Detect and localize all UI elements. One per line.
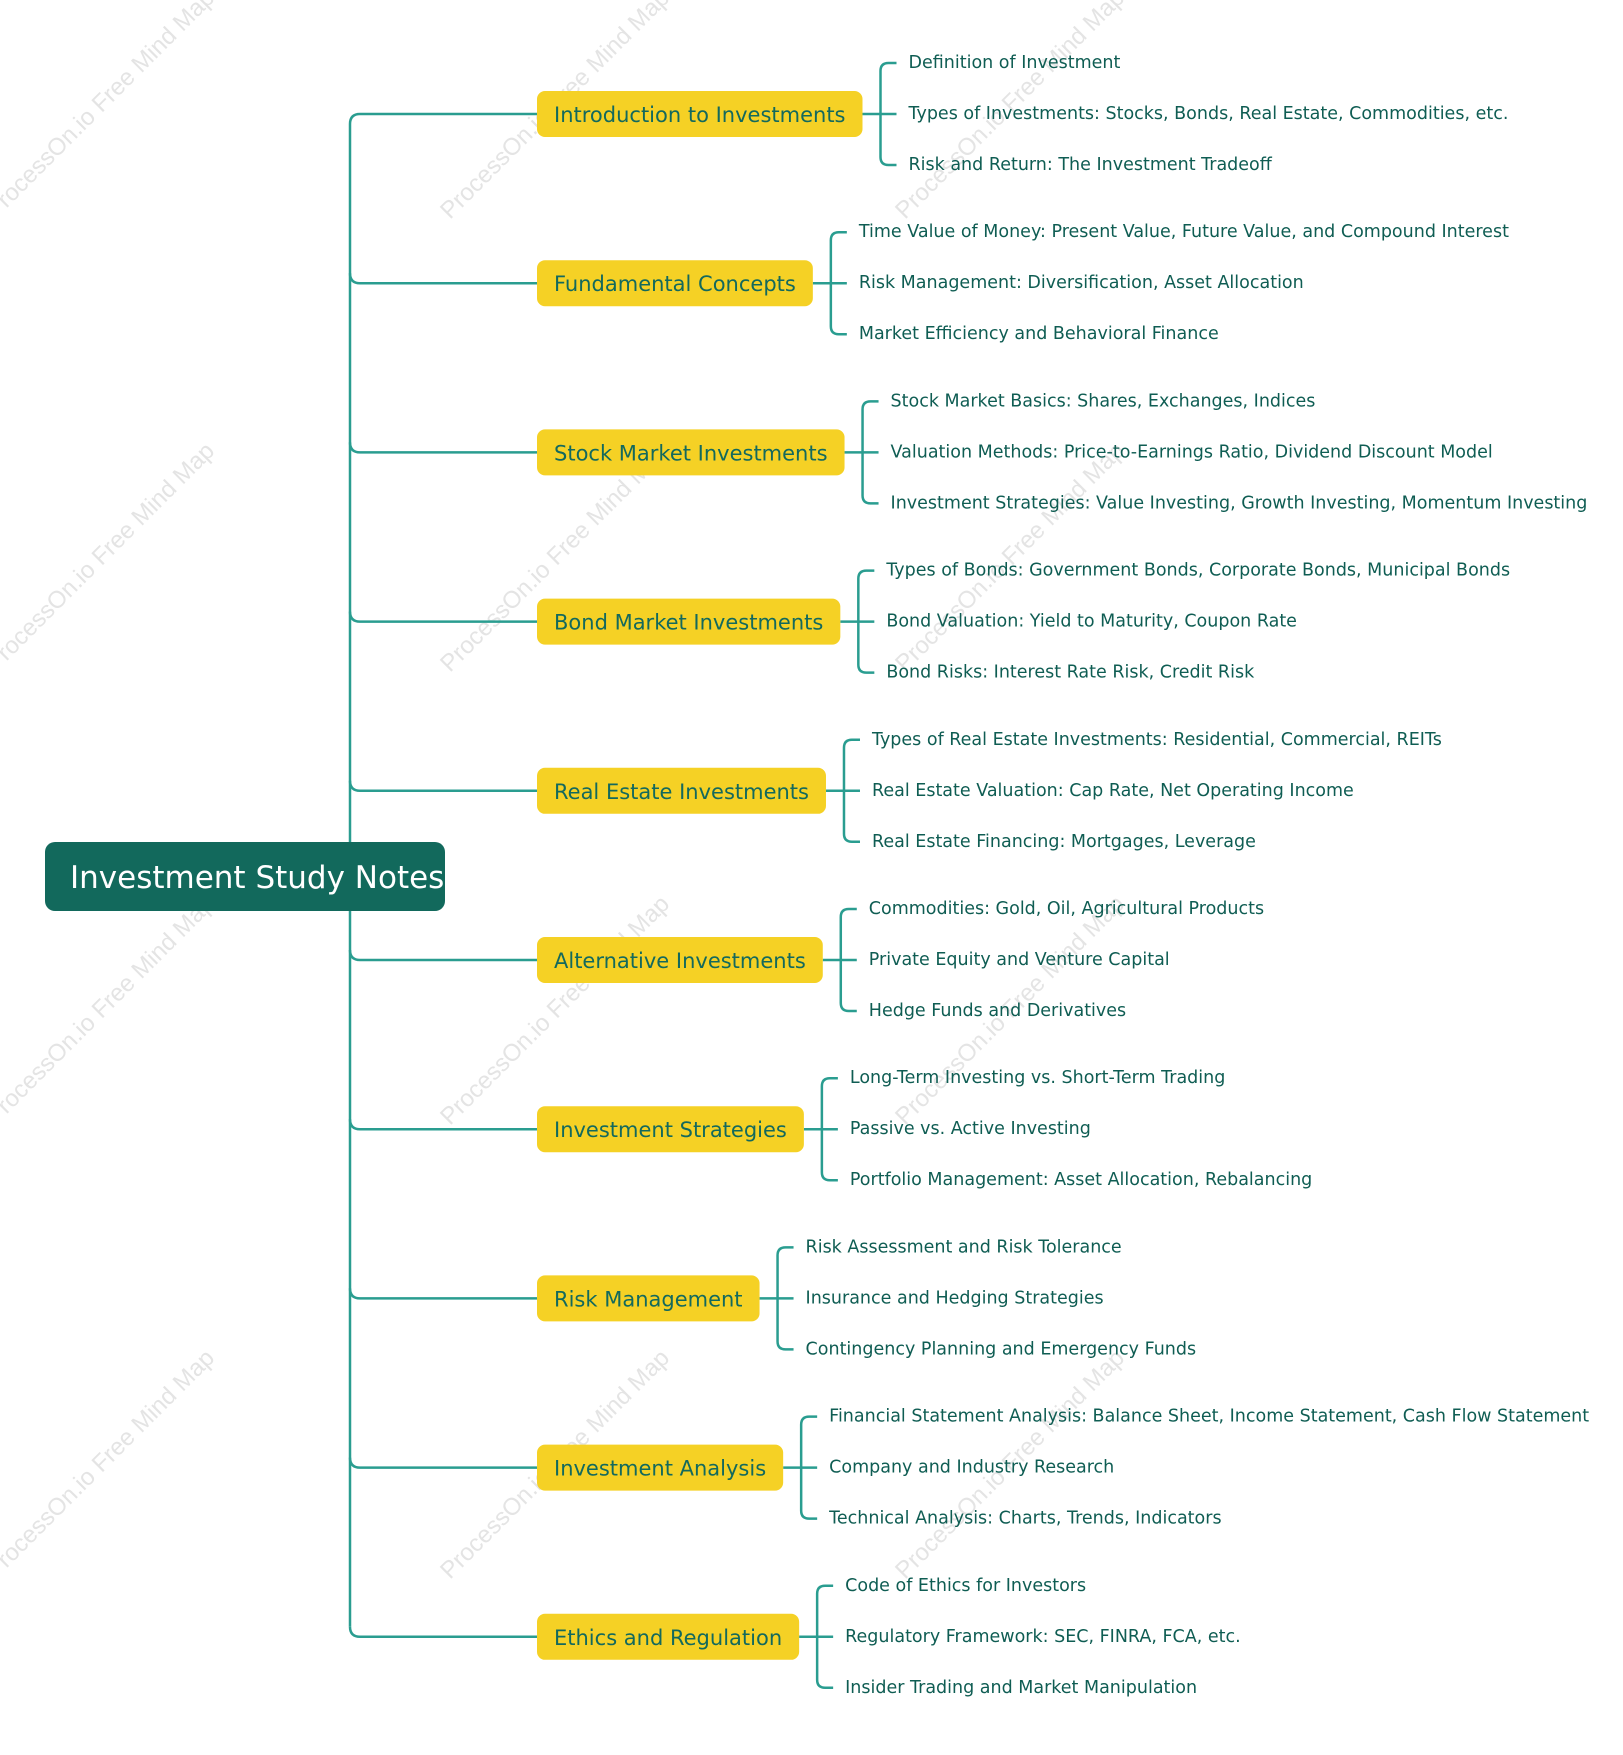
branch-node-label: Ethics and Regulation (554, 1626, 782, 1650)
branch-node-box (537, 767, 826, 814)
leaf-node-label[interactable]: Insurance and Hedging Strategies (806, 1288, 1104, 1308)
branch-node-label: Introduction to Investments (554, 103, 846, 127)
branch-connector (348, 1288, 537, 1300)
branch-connector (348, 442, 537, 454)
branch-node[interactable]: Fundamental Concepts (537, 260, 813, 307)
leaf-node-label[interactable]: Financial Statement Analysis: Balance Sh… (829, 1407, 1589, 1427)
branch-connector (348, 611, 537, 623)
leaf-node-label[interactable]: Insider Trading and Market Manipulation (845, 1678, 1197, 1698)
branch-node[interactable]: Investment Strategies (537, 1106, 804, 1153)
branch-node-box (537, 937, 823, 983)
leaf-node-label[interactable]: Types of Real Estate Investments: Reside… (871, 730, 1442, 750)
branch-node-label: Risk Management (554, 1287, 743, 1311)
leaf-node-label[interactable]: Types of Bonds: Government Bonds, Corpor… (885, 561, 1510, 581)
branch-node-label: Fundamental Concepts (554, 272, 796, 296)
leaf-node-label[interactable]: Valuation Methods: Price-to-Earnings Rat… (891, 442, 1493, 462)
watermark-text: ProcessOn.io Free Mind Map (0, 0, 220, 224)
branch-node-box (537, 429, 845, 476)
branch-node-box (537, 1275, 760, 1322)
branch-node-box (537, 91, 863, 137)
watermark-text: ProcessOn.io Free Mind Map (890, 437, 1130, 677)
branch-node-label: Bond Market Investments (554, 611, 823, 635)
leaf-node-label[interactable]: Regulatory Framework: SEC, FINRA, FCA, e… (845, 1627, 1241, 1647)
leaf-node-label[interactable]: Stock Market Basics: Shares, Exchanges, … (891, 391, 1316, 411)
leaf-node-label[interactable]: Code of Ethics for Investors (845, 1576, 1086, 1596)
leaf-node-label[interactable]: Risk Management: Diversification, Asset … (859, 273, 1304, 293)
branch-connector (348, 1457, 537, 1469)
leaf-node-label[interactable]: Contingency Planning and Emergency Funds (806, 1339, 1197, 1359)
leaf-bracket (842, 738, 860, 844)
leaf-node-label[interactable]: Commodities: Gold, Oil, Agricultural Pro… (869, 899, 1264, 919)
branch-connector (348, 1626, 537, 1639)
branch-node[interactable]: Stock Market Investments (537, 429, 845, 476)
leaf-node-label[interactable]: Risk Assessment and Risk Tolerance (806, 1237, 1122, 1257)
leaf-bracket (857, 569, 875, 674)
branch-node-box (537, 1444, 784, 1491)
branch-node-box (537, 260, 813, 307)
watermark-text: ProcessOn.io Free Mind Map (0, 1344, 220, 1584)
branch-node-label: Alternative Investments (554, 949, 806, 973)
branch-node[interactable]: Bond Market Investments (537, 598, 841, 645)
branch-node[interactable]: Risk Management (537, 1275, 760, 1322)
leaf-node-label[interactable]: Time Value of Money: Present Value, Futu… (858, 222, 1509, 242)
root-node-box (45, 842, 445, 911)
branch-connector (348, 949, 537, 962)
branch-node[interactable]: Investment Analysis (537, 1444, 784, 1491)
branch-node-label: Stock Market Investments (554, 441, 828, 465)
leaf-node-label[interactable]: Hedge Funds and Derivatives (869, 1001, 1126, 1021)
branch-node-box (537, 1106, 804, 1153)
leaf-node-label[interactable]: Bond Valuation: Yield to Maturity, Coupo… (886, 612, 1297, 632)
leaf-node-label[interactable]: Market Efficiency and Behavioral Finance (859, 324, 1219, 344)
branch-node-label: Real Estate Investments (554, 780, 809, 804)
leaf-node-label[interactable]: Real Estate Financing: Mortgages, Levera… (872, 832, 1256, 852)
branch-node[interactable]: Ethics and Regulation (537, 1613, 800, 1660)
root-node[interactable]: Investment Study Notes (45, 842, 445, 911)
leaf-node-label[interactable]: Passive vs. Active Investing (850, 1119, 1091, 1139)
branch-connector (348, 780, 537, 793)
watermark-text: ProcessOn.io Free Mind Map (0, 437, 220, 677)
branch-node-label: Investment Strategies (554, 1118, 787, 1142)
leaf-node-label[interactable]: Company and Industry Research (829, 1458, 1114, 1478)
branch-connector (348, 112, 537, 125)
leaf-node-label[interactable]: Definition of Investment (909, 53, 1121, 73)
branch-node[interactable]: Real Estate Investments (537, 767, 826, 814)
leaf-node-label[interactable]: Technical Analysis: Charts, Trends, Indi… (828, 1509, 1221, 1529)
root-node-label: Investment Study Notes (70, 860, 444, 896)
branch-node[interactable]: Alternative Investments (537, 937, 823, 983)
branch-node-label: Investment Analysis (554, 1457, 766, 1481)
branch-node-box (537, 1613, 800, 1660)
branch-connector (348, 273, 537, 285)
leaf-node-label[interactable]: Private Equity and Venture Capital (869, 950, 1170, 970)
branch-node[interactable]: Introduction to Investments (537, 91, 863, 137)
leaf-node-label[interactable]: Risk and Return: The Investment Tradeoff (909, 155, 1273, 175)
leaf-node-label[interactable]: Portfolio Management: Asset Allocation, … (850, 1170, 1312, 1190)
watermark-text: ProcessOn.io Free Mind Map (435, 890, 675, 1130)
branch-node-box (537, 598, 841, 645)
leaf-node-label[interactable]: Long-Term Investing vs. Short-Term Tradi… (850, 1068, 1225, 1088)
leaf-bracket (799, 1415, 818, 1520)
leaf-node-label[interactable]: Bond Risks: Interest Rate Risk, Credit R… (886, 663, 1255, 683)
leaf-bracket (839, 907, 857, 1013)
leaf-node-label[interactable]: Types of Investments: Stocks, Bonds, Rea… (908, 104, 1509, 124)
leaf-node-label[interactable]: Real Estate Valuation: Cap Rate, Net Ope… (872, 781, 1354, 801)
leaf-node-label[interactable]: Investment Strategies: Value Investing, … (891, 493, 1588, 513)
node-layer: Investment Study Notes Introduction to In… (45, 53, 1589, 1698)
watermark-text: ProcessOn.io Free Mind Map (0, 890, 220, 1130)
branch-connector (348, 1119, 537, 1131)
